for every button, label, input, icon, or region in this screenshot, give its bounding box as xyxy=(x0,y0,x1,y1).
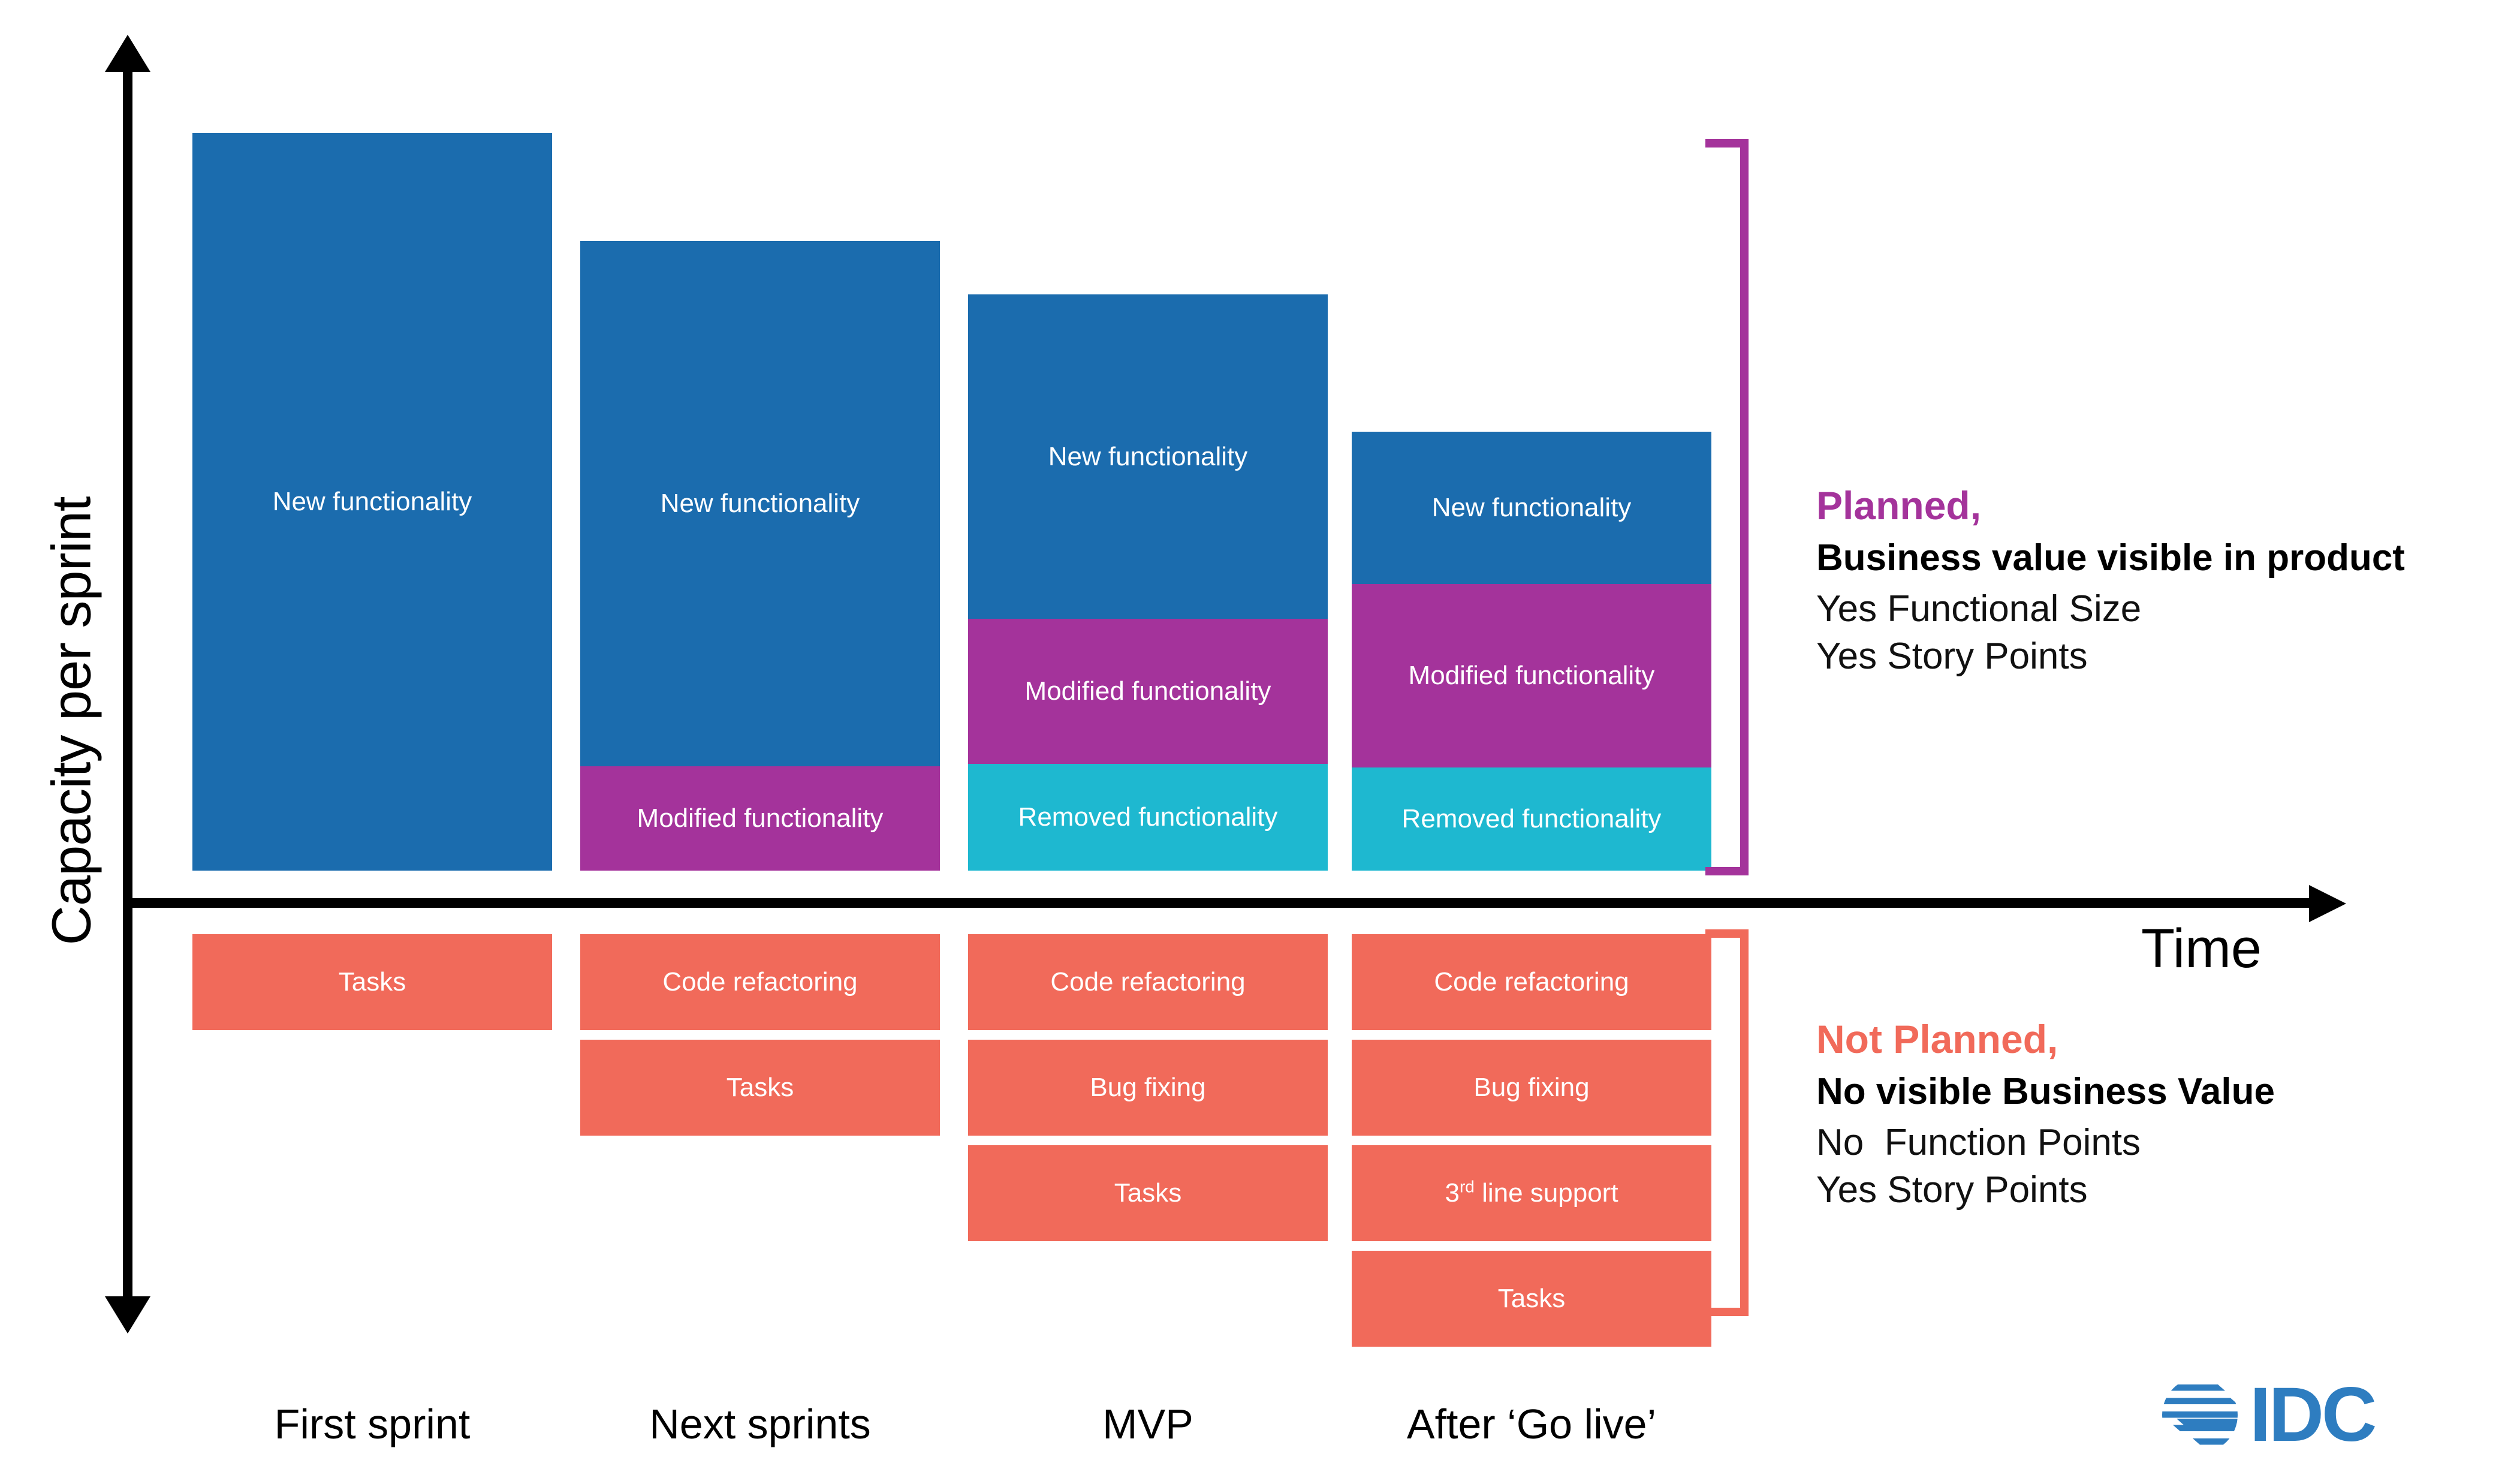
x-axis-label: Time xyxy=(2141,918,2262,979)
y-axis-arrow-up-icon xyxy=(105,35,150,72)
annotation-not-planned-line-2: Yes Story Points xyxy=(1816,1169,2088,1211)
bar-segment-new-functionality[interactable]: New functionality xyxy=(1352,432,1711,584)
third-line-support-rest: line support xyxy=(1474,1178,1618,1208)
bar-segment-new-functionality[interactable]: New functionality xyxy=(968,294,1328,619)
bar-segment-code-refactoring[interactable]: Code refactoring xyxy=(968,934,1328,1030)
y-axis-label: Capacity per sprint xyxy=(41,496,103,946)
annotation-planned-title: Planned, xyxy=(1816,483,1982,528)
bar-segment-modified-functionality[interactable]: Modified functionality xyxy=(968,619,1328,764)
idc-globe-icon xyxy=(2162,1384,2238,1445)
x-axis-arrow-right-icon xyxy=(2309,885,2346,922)
planned-bar-column-mvp: New functionality Modified functionality… xyxy=(968,294,1328,871)
planned-bar-column-after-go-live: New functionality Modified functionality… xyxy=(1352,432,1711,871)
bar-segment-tasks[interactable]: Tasks xyxy=(968,1145,1328,1241)
bar-segment-new-functionality[interactable]: New functionality xyxy=(192,133,552,871)
third-line-support-number: 3 xyxy=(1445,1178,1460,1208)
y-axis-arrow-down-icon xyxy=(105,1296,150,1334)
bar-segment-bug-fixing[interactable]: Bug fixing xyxy=(968,1040,1328,1136)
annotation-planned-line-1: Yes Functional Size xyxy=(1816,588,2142,630)
unplanned-bar-column-next-sprints: Code refactoring Tasks xyxy=(580,934,940,1145)
annotation-not-planned: Not Planned, No visible Business Value N… xyxy=(1816,1016,2275,1216)
third-line-support-ordinal: rd xyxy=(1459,1177,1475,1196)
bar-segment-bug-fixing[interactable]: Bug fixing xyxy=(1352,1040,1711,1136)
category-label-next-sprints: Next sprints xyxy=(649,1401,871,1447)
bracket-planned xyxy=(1705,139,1749,875)
annotation-not-planned-line-1: No Function Points xyxy=(1816,1122,2141,1163)
bar-segment-modified-functionality[interactable]: Modified functionality xyxy=(580,766,940,871)
annotation-planned-line-2: Yes Story Points xyxy=(1816,636,2088,677)
idc-logo-text: IDC xyxy=(2250,1372,2377,1458)
unplanned-bar-column-after-go-live: Code refactoring Bug fixing 3rd line sup… xyxy=(1352,934,1711,1356)
annotation-planned-subtitle: Business value visible in product xyxy=(1816,537,2405,579)
bar-segment-code-refactoring[interactable]: Code refactoring xyxy=(1352,934,1711,1030)
idc-logo: IDC xyxy=(2155,1370,2377,1460)
planned-bar-column-next-sprints: New functionality Modified functionality xyxy=(580,241,940,871)
planned-bar-column-first-sprint: New functionality xyxy=(192,133,552,871)
category-label-after-go-live: After ‘Go live’ xyxy=(1406,1401,1657,1447)
unplanned-bar-column-mvp: Code refactoring Bug fixing Tasks xyxy=(968,934,1328,1251)
annotation-not-planned-subtitle: No visible Business Value xyxy=(1816,1071,2275,1112)
bar-segment-removed-functionality[interactable]: Removed functionality xyxy=(968,764,1328,871)
unplanned-bar-column-first-sprint: Tasks xyxy=(192,934,552,1040)
annotation-planned: Planned, Business value visible in produ… xyxy=(1816,483,2405,682)
category-label-mvp: MVP xyxy=(1102,1401,1193,1447)
x-axis-line xyxy=(128,898,2313,908)
y-axis-line xyxy=(123,60,132,1304)
bar-segment-tasks[interactable]: Tasks xyxy=(580,1040,940,1136)
bar-segment-third-line-support[interactable]: 3rd line support xyxy=(1352,1145,1711,1241)
bracket-not-planned xyxy=(1705,929,1749,1316)
annotation-not-planned-title: Not Planned, xyxy=(1816,1017,2058,1061)
category-label-first-sprint: First sprint xyxy=(274,1401,471,1447)
bar-segment-modified-functionality[interactable]: Modified functionality xyxy=(1352,584,1711,767)
bar-segment-new-functionality[interactable]: New functionality xyxy=(580,241,940,766)
bar-segment-code-refactoring[interactable]: Code refactoring xyxy=(580,934,940,1030)
bar-segment-removed-functionality[interactable]: Removed functionality xyxy=(1352,767,1711,871)
bar-segment-tasks[interactable]: Tasks xyxy=(1352,1251,1711,1347)
bar-segment-tasks[interactable]: Tasks xyxy=(192,934,552,1030)
